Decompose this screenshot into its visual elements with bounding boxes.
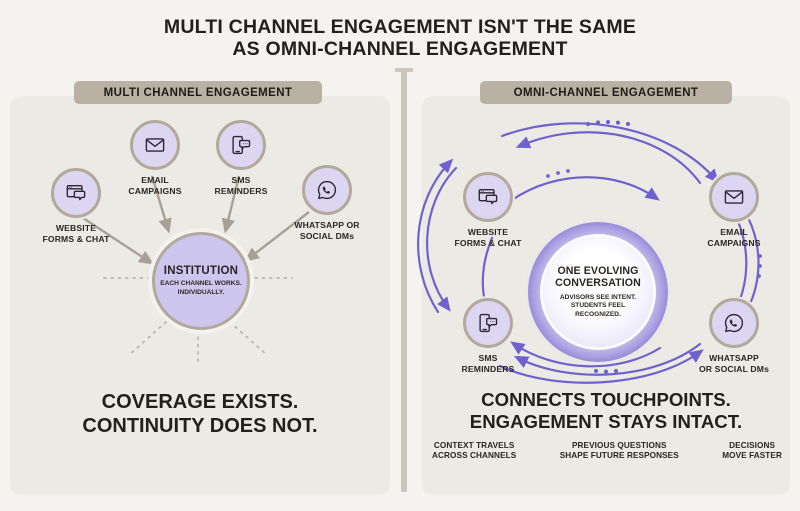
label-line-2: CAMPAIGNS: [707, 237, 761, 248]
label-line-2: CAMPAIGNS: [128, 185, 182, 196]
right-statement-line-2: ENGAGEMENT STAYS INTACT.: [469, 411, 743, 432]
label-line-1: WHATSAPP: [709, 353, 759, 363]
sub-caption-line-2: MOVE FASTER: [722, 451, 782, 460]
left-node-email-label: EMAIL CAMPAIGNS: [113, 175, 197, 196]
right-node-website-label: WEBSITE FORMS & CHAT: [446, 227, 530, 248]
right-node-email-label: EMAIL CAMPAIGNS: [692, 227, 776, 248]
envelope-icon: [130, 120, 180, 170]
right-node-email[interactable]: EMAIL CAMPAIGNS: [692, 172, 776, 248]
one-evolving-conversation-hub: ONE EVOLVING CONVERSATION ADVISORS SEE I…: [528, 222, 668, 362]
left-node-email[interactable]: EMAIL CAMPAIGNS: [113, 120, 197, 196]
label-line-1: WEBSITE: [55, 223, 97, 233]
institution-hub: INSTITUTION EACH CHANNEL WORKS. INDIVIDU…: [152, 232, 250, 330]
title-line-2: AS OMNI-CHANNEL ENGAGEMENT: [232, 38, 568, 60]
envelope-icon: [709, 172, 759, 222]
right-statement-line-1: CONNECTS TOUCHPOINTS.: [481, 389, 731, 410]
label-line-1: SMS: [478, 353, 498, 363]
label-line-1: EMAIL: [720, 227, 748, 237]
hub-inner-circle: ONE EVOLVING CONVERSATION ADVISORS SEE I…: [543, 237, 653, 347]
right-node-website[interactable]: WEBSITE FORMS & CHAT: [446, 172, 530, 248]
hub-title: ONE EVOLVING CONVERSATION: [555, 265, 641, 289]
label-line-1: WEBSITE: [467, 227, 509, 237]
left-node-sms[interactable]: SMS REMINDERS: [199, 120, 283, 196]
left-node-sms-label: SMS REMINDERS: [199, 175, 283, 196]
label-line-2: SOCIAL DMs: [299, 230, 355, 241]
right-node-sms-label: SMS REMINDERS: [446, 353, 530, 374]
left-node-whatsapp-label: WHATSAPP OR SOCIAL DMs: [285, 220, 369, 241]
sub-caption-line-2: SHAPE FUTURE RESPONSES: [559, 451, 679, 460]
right-node-sms[interactable]: SMS REMINDERS: [446, 298, 530, 374]
right-node-whatsapp[interactable]: WHATSAPP OR SOCIAL DMs: [690, 298, 778, 374]
browser-chat-icon: [51, 168, 101, 218]
label-line-1: EMAIL: [141, 175, 169, 185]
sub-caption-context-travels: CONTEXT TRAVELS ACROSS CHANNELS: [432, 441, 516, 461]
vertical-divider: [401, 68, 407, 492]
left-node-website-label: WEBSITE FORMS & CHAT: [34, 223, 118, 244]
label-line-1: SMS: [231, 175, 251, 185]
left-statement-line-2: CONTINUITY DOES NOT.: [82, 415, 318, 437]
label-line-2: REMINDERS: [214, 185, 268, 196]
sub-caption-line-1: DECISIONS: [729, 441, 776, 450]
hub-subtitle: ADVISORS SEE INTENT. STUDENTS FEEL RECOG…: [560, 294, 636, 319]
institution-hub-title: INSTITUTION: [163, 265, 239, 278]
sub-caption-previous-questions: PREVIOUS QUESTIONS SHAPE FUTURE RESPONSE…: [560, 441, 679, 461]
page-title: MULTI CHANNEL ENGAGEMENT ISN'T THE SAME …: [0, 16, 800, 60]
right-statement: CONNECTS TOUCHPOINTS. ENGAGEMENT STAYS I…: [422, 389, 790, 433]
sub-caption-line-2: ACROSS CHANNELS: [432, 451, 517, 460]
label-line-1: WHATSAPP OR: [294, 220, 360, 230]
hub-sub-line-2: INDIVIDUALLY.: [177, 288, 225, 296]
phone-message-icon: [216, 120, 266, 170]
left-statement: COVERAGE EXISTS. CONTINUITY DOES NOT.: [10, 390, 390, 438]
hub-sub-line-1: EACH CHANNEL WORKS.: [160, 280, 242, 288]
institution-hub-subtitle: EACH CHANNEL WORKS. INDIVIDUALLY.: [160, 280, 242, 296]
label-line-2: OR SOCIAL DMs: [698, 363, 770, 374]
multi-channel-header-label: MULTI CHANNEL ENGAGEMENT: [103, 86, 293, 99]
left-node-whatsapp[interactable]: WHATSAPP OR SOCIAL DMs: [285, 165, 369, 241]
left-node-website[interactable]: WEBSITE FORMS & CHAT: [34, 168, 118, 244]
sub-caption-line-1: PREVIOUS QUESTIONS: [571, 441, 667, 450]
left-statement-line-1: COVERAGE EXISTS.: [101, 391, 299, 413]
label-line-2: REMINDERS: [461, 363, 515, 374]
phone-message-icon: [463, 298, 513, 348]
label-line-2: FORMS & CHAT: [454, 237, 522, 248]
right-sub-captions: CONTEXT TRAVELS ACROSS CHANNELS PREVIOUS…: [432, 441, 782, 461]
title-line-1: MULTI CHANNEL ENGAGEMENT ISN'T THE SAME: [163, 16, 637, 38]
hub-title-line-1: ONE EVOLVING: [557, 264, 639, 277]
hub-title-line-2: CONVERSATION: [555, 276, 641, 289]
hub-sub-line-1: ADVISORS SEE INTENT.: [559, 293, 637, 301]
right-node-whatsapp-label: WHATSAPP OR SOCIAL DMs: [690, 353, 778, 374]
omni-channel-header-label: OMNI-CHANNEL ENGAGEMENT: [513, 86, 699, 99]
sub-caption-line-1: CONTEXT TRAVELS: [433, 441, 515, 450]
browser-chat-icon: [463, 172, 513, 222]
label-line-2: FORMS & CHAT: [42, 233, 110, 244]
sub-caption-decisions: DECISIONS MOVE FASTER: [722, 441, 782, 461]
whatsapp-icon: [709, 298, 759, 348]
hub-sub-line-3: RECOGNIZED.: [575, 310, 621, 318]
omni-channel-header-pill: OMNI-CHANNEL ENGAGEMENT: [480, 81, 732, 104]
whatsapp-icon: [302, 165, 352, 215]
multi-channel-header-pill: MULTI CHANNEL ENGAGEMENT: [74, 81, 322, 104]
hub-sub-line-2: STUDENTS FEEL: [570, 302, 626, 310]
